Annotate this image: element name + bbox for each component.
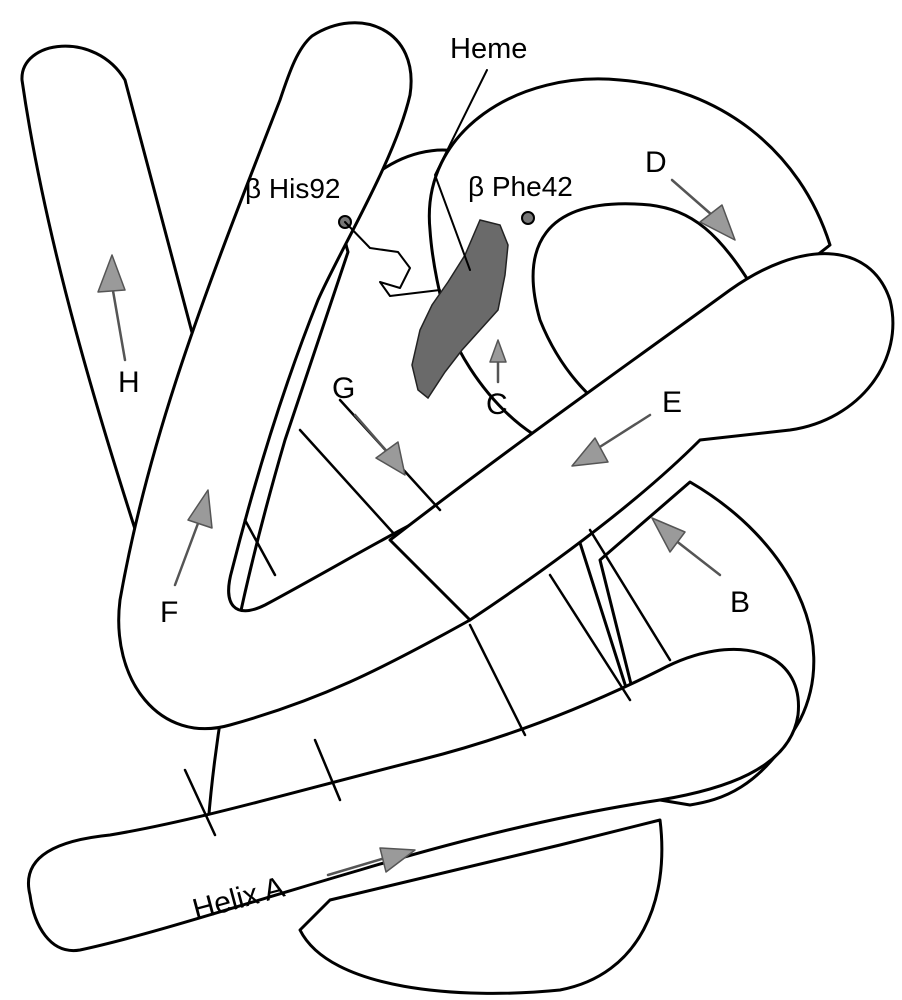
label-helix-f: F <box>160 596 178 629</box>
phe42-dot <box>522 212 534 224</box>
label-helix-h: H <box>118 366 140 399</box>
label-helix-d: D <box>645 146 667 179</box>
label-helix-g: G <box>332 372 355 405</box>
label-helix-e: E <box>662 386 682 419</box>
label-helix-c: C <box>486 388 508 421</box>
label-heme: Heme <box>450 33 527 65</box>
label-his92: β His92 <box>245 173 340 204</box>
label-phe42: β Phe42 <box>468 171 573 202</box>
label-helix-b: B <box>730 586 750 619</box>
arrow-helix-a-head <box>380 848 415 872</box>
